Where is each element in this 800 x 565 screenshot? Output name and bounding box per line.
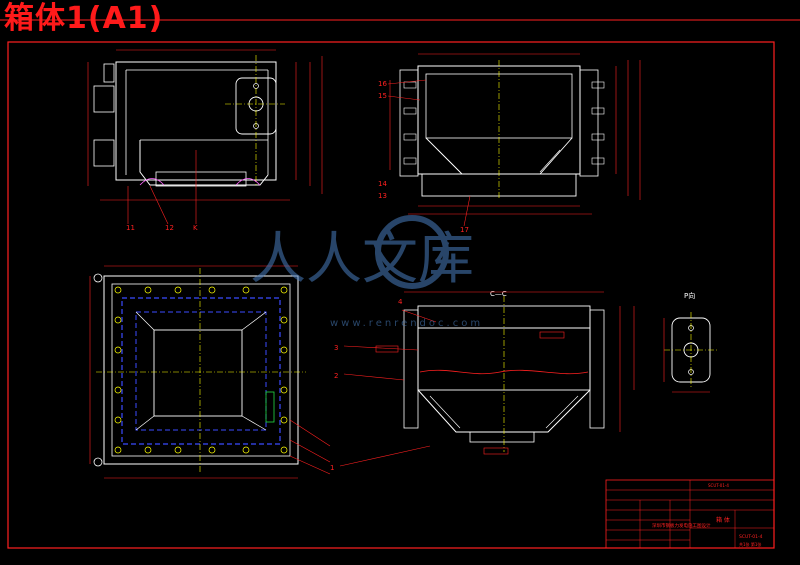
callout-15: 15 <box>378 92 387 100</box>
plan-lift-lug-right <box>93 457 103 467</box>
section-break-line <box>419 369 589 375</box>
plan-leader-2 <box>289 439 331 463</box>
callout-1: 1 <box>330 464 334 472</box>
title-block-sheet: 共1张 第1张 <box>739 541 761 547</box>
front-base-slot <box>155 171 247 187</box>
plan-leader-1 <box>289 419 331 447</box>
watermark: 人人文库 www.renrendoc.com <box>250 215 483 329</box>
section-note-box-3 <box>483 447 509 455</box>
callout-3: 3 <box>334 344 338 352</box>
front-view: 11 12 K <box>87 49 323 232</box>
section-view: C—C 4 3 2 1 <box>330 290 635 472</box>
p-view: P向 <box>663 291 718 393</box>
title-block-drawing-no: SCUT-01-4 <box>739 534 763 540</box>
callout-11: 11 <box>126 224 135 232</box>
p-view-label: P向 <box>684 291 695 300</box>
callout-17: 17 <box>460 226 469 234</box>
watermark-logo-ring <box>375 215 449 289</box>
side-hopper-diag-1 <box>437 149 461 173</box>
side-left-flange <box>399 69 419 177</box>
plan-diag-2 <box>241 311 267 331</box>
title-block-project: 深圳市钢板力发电施工图设计 <box>652 522 711 529</box>
front-leader-12 <box>149 185 169 225</box>
side-view: 17 16 15 14 13 <box>378 53 641 234</box>
plan-diag-4 <box>241 415 267 431</box>
title-block-part-name: 箱 体 <box>716 516 730 524</box>
plan-view <box>89 265 331 479</box>
plan-diag-3 <box>135 415 155 431</box>
section-leader-4 <box>401 309 437 323</box>
plan-lift-lug-left <box>93 273 103 283</box>
section-outlet <box>469 431 535 443</box>
callout-12: 12 <box>165 224 174 232</box>
callout-14: 14 <box>378 180 387 188</box>
section-left-flange <box>403 309 419 429</box>
sheet-border <box>7 41 775 549</box>
plan-outer <box>103 275 299 465</box>
callout-16: 16 <box>378 80 387 88</box>
side-right-bolts <box>591 81 605 165</box>
side-left-bolts <box>403 81 417 165</box>
callout-4: 4 <box>398 298 403 306</box>
plan-hidden-inner <box>135 311 267 431</box>
section-leader-1 <box>339 445 431 467</box>
side-leader-17 <box>463 195 471 227</box>
side-hopper-diag-2 <box>539 149 561 173</box>
plan-flange <box>111 283 291 457</box>
section-right-flange <box>589 309 605 429</box>
front-left-block <box>103 63 115 83</box>
front-left-foot <box>139 178 165 186</box>
drawing-title: 箱体1(A1) <box>4 1 164 36</box>
title-block-drawing-no-top: SCUT-01-4 <box>708 483 729 488</box>
section-leader-3 <box>343 345 419 351</box>
plan-stiffener-green <box>265 391 275 423</box>
watermark-url: www.renrendoc.com <box>330 318 483 329</box>
plan-bolt-holes <box>114 286 288 454</box>
callout-13: 13 <box>378 192 387 200</box>
plan-diag-1 <box>135 311 155 331</box>
section-label: C—C <box>490 290 507 298</box>
title-block: SCUT-01-4 箱 体 深圳市钢板力发电施工图设计 SCUT-01-4 共1… <box>605 479 775 549</box>
front-left-flange-2 <box>93 139 115 167</box>
callout-2: 2 <box>334 372 338 380</box>
section-note-box-1 <box>539 331 565 339</box>
side-right-flange <box>579 69 599 177</box>
callout-k: K <box>193 224 198 232</box>
front-left-flange-1 <box>93 85 115 113</box>
plan-leader-3 <box>289 455 331 475</box>
plan-opening <box>153 329 243 417</box>
front-hopper <box>139 140 269 186</box>
watermark-text: 人人文库 <box>250 227 474 292</box>
section-leader-2 <box>343 373 405 381</box>
front-right-foot <box>235 178 261 186</box>
